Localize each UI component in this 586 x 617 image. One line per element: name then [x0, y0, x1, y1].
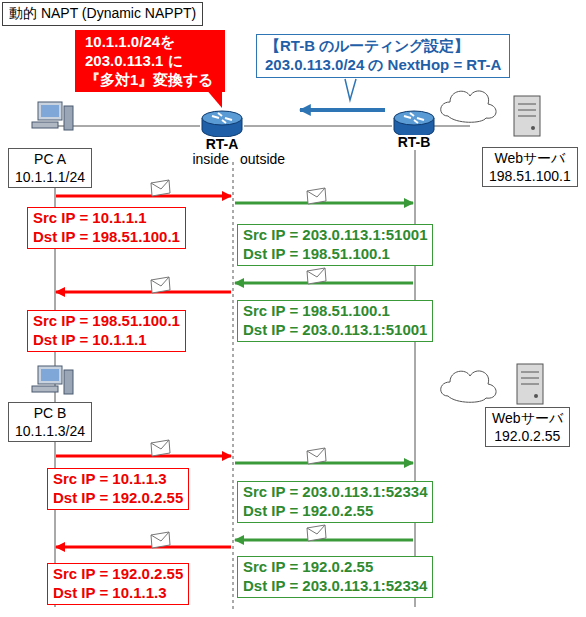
node-text: 198.51.100.1	[489, 167, 571, 185]
node-text: Dst IP = 198.51.100.1	[243, 245, 427, 264]
side-label: inside	[190, 152, 231, 167]
node-text: 10.1.1.1/24	[15, 168, 85, 186]
router: RT-A	[200, 112, 244, 152]
node-text: Src IP = 198.51.100.1	[243, 302, 427, 321]
packet-box: Src IP = 10.1.1.1Dst IP = 198.51.100.1	[27, 207, 186, 249]
packet-box: Src IP = 10.1.1.3Dst IP = 192.0.2.55	[47, 468, 189, 510]
node-text: RT-B	[396, 135, 433, 150]
node-text: Webサーバ	[492, 409, 563, 427]
diagram-title: 動的 NAPT (Dynamic NAPPT)	[2, 2, 203, 26]
node-text: Dst IP = 198.51.100.1	[33, 228, 180, 247]
node-text: Src IP = 10.1.1.3	[53, 470, 183, 489]
host-label: PC B10.1.1.3/24	[8, 402, 92, 442]
node-text: Src IP = 203.0.113.1:51001	[243, 226, 427, 245]
node-text: 【RT-B のルーティング設定】	[265, 37, 501, 56]
node-text: Src IP = 192.0.2.55	[243, 558, 427, 577]
node-text: Src IP = 192.0.2.55	[53, 565, 183, 584]
node-text: 10.1.1.0/24を 203.0.113.1 に 『多対1』変換する	[85, 33, 215, 89]
node-text: Webサーバ	[489, 149, 571, 167]
link-line	[244, 126, 392, 127]
config-callout: 【RT-B のルーティング設定】203.0.113.0/24 の NextHop…	[256, 34, 510, 78]
node-text: Src IP = 203.0.113.1:52334	[243, 483, 427, 502]
node-text: 192.0.2.55	[492, 427, 563, 445]
node-text: Dst IP = 10.1.1.1	[33, 331, 180, 350]
node-text: Dst IP = 10.1.1.3	[53, 584, 183, 603]
host-label: Webサーバ198.51.100.1	[482, 147, 578, 187]
node-text: Dst IP = 192.0.2.55	[53, 489, 183, 508]
callout-box: 10.1.1.0/24を 203.0.113.1 に 『多対1』変換する	[75, 30, 225, 92]
router: RT-B	[392, 112, 436, 150]
packet-box: Src IP = 192.0.2.55Dst IP = 10.1.1.3	[47, 563, 189, 605]
packet-box: Src IP = 203.0.113.1:51001Dst IP = 198.5…	[237, 224, 433, 266]
node-text: Dst IP = 192.0.2.55	[243, 502, 427, 521]
side-label: outside	[238, 152, 287, 167]
node-text: 10.1.1.3/24	[15, 422, 85, 440]
node-text: RT-A	[204, 137, 241, 152]
host-label: Webサーバ192.0.2.55	[485, 407, 570, 447]
packet-box: Src IP = 198.51.100.1Dst IP = 203.0.113.…	[237, 300, 433, 342]
packet-box: Src IP = 203.0.113.1:52334Dst IP = 192.0…	[237, 481, 433, 523]
node-text: Src IP = 10.1.1.1	[33, 209, 180, 228]
node-text: PC A	[15, 150, 85, 168]
node-text: Dst IP = 203.0.113.1:52334	[243, 577, 427, 596]
host-label: PC A10.1.1.1/24	[8, 148, 92, 188]
packet-box: Src IP = 192.0.2.55Dst IP = 203.0.113.1:…	[237, 556, 433, 598]
packet-box: Src IP = 198.51.100.1Dst IP = 10.1.1.1	[27, 310, 186, 352]
node-text: Dst IP = 203.0.113.1:51001	[243, 321, 427, 340]
node-text: PC B	[15, 404, 85, 422]
node-text: 203.0.113.0/24 の NextHop = RT-A	[265, 56, 501, 75]
node-text: Src IP = 198.51.100.1	[33, 312, 180, 331]
